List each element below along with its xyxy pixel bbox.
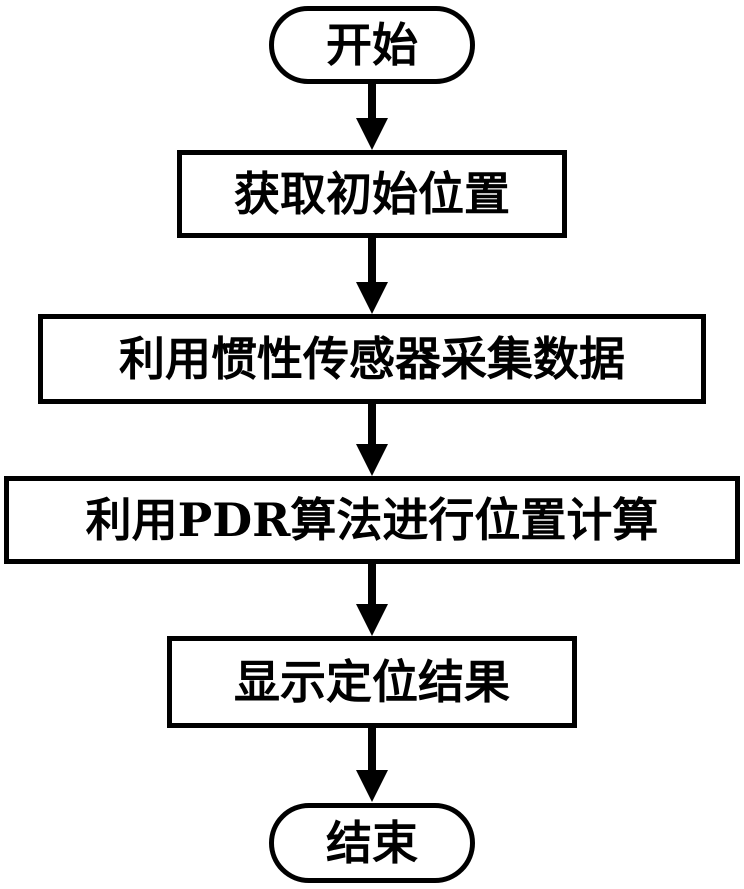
step-label-4: 显示定位结果: [234, 655, 510, 709]
step-show-result: 显示定位结果: [167, 636, 577, 728]
step-get-initial-position: 获取初始位置: [177, 150, 567, 238]
start-label: 开始: [326, 18, 418, 72]
step-label-1: 获取初始位置: [234, 167, 510, 221]
step-label-2: 利用惯性传感器采集数据: [119, 332, 625, 386]
arrow-head-1: [356, 118, 388, 150]
arrow-head-3: [356, 444, 388, 476]
arrow-head-4: [356, 604, 388, 636]
step-pdr-position-calc: 利用PDR算法进行位置计算: [4, 476, 740, 564]
step-collect-sensor-data: 利用惯性传感器采集数据: [38, 314, 706, 404]
arrow-line-3: [368, 404, 376, 444]
end-label: 结束: [326, 816, 418, 870]
arrow-line-5: [368, 728, 376, 770]
arrow-head-2: [356, 282, 388, 314]
end-terminal: 结束: [269, 803, 475, 883]
arrow-line-2: [368, 238, 376, 282]
arrow-head-5: [356, 770, 388, 802]
start-terminal: 开始: [269, 6, 475, 84]
arrow-line-1: [368, 84, 376, 118]
arrow-line-4: [368, 564, 376, 604]
step-label-3: 利用PDR算法进行位置计算: [85, 493, 659, 547]
